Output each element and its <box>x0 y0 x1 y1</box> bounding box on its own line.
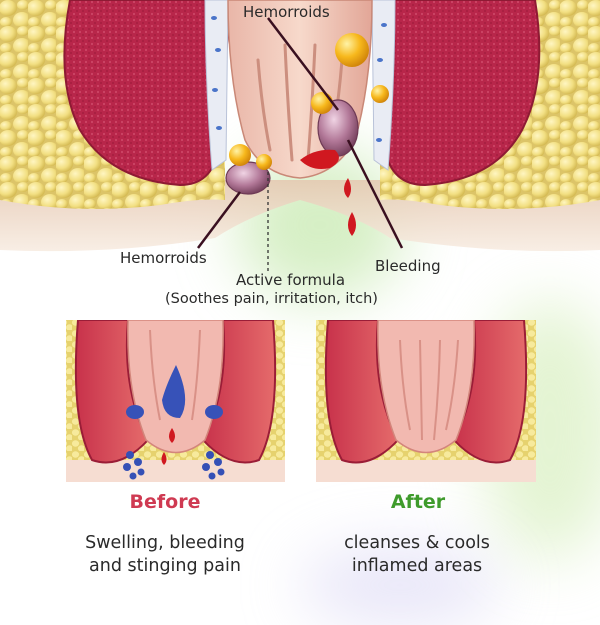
after-panel <box>316 320 536 482</box>
anatomy-illustration <box>0 0 600 272</box>
after-description-line2: inflamed areas <box>351 555 483 576</box>
before-description: Swelling, bleeding and stinging pain <box>45 532 285 578</box>
bleeding-label: Bleeding <box>375 257 441 275</box>
hemorrhoids-label-left: Hemorroids <box>120 249 207 267</box>
hemorrhoids-label-top: Hemorroids <box>243 3 330 21</box>
before-panel <box>66 320 285 482</box>
active-formula-sublabel: (Soothes pain, irritation, itch) <box>165 291 378 307</box>
after-description: cleanses & cools inflamed areas <box>297 532 537 578</box>
active-formula-label: Active formula <box>236 271 346 289</box>
before-description-line2: and stinging pain <box>89 555 241 576</box>
before-title: Before <box>129 491 201 513</box>
after-title: After <box>390 491 446 513</box>
before-description-line1: Swelling, bleeding <box>85 533 245 553</box>
after-description-line1: cleanses & cools <box>344 533 490 553</box>
